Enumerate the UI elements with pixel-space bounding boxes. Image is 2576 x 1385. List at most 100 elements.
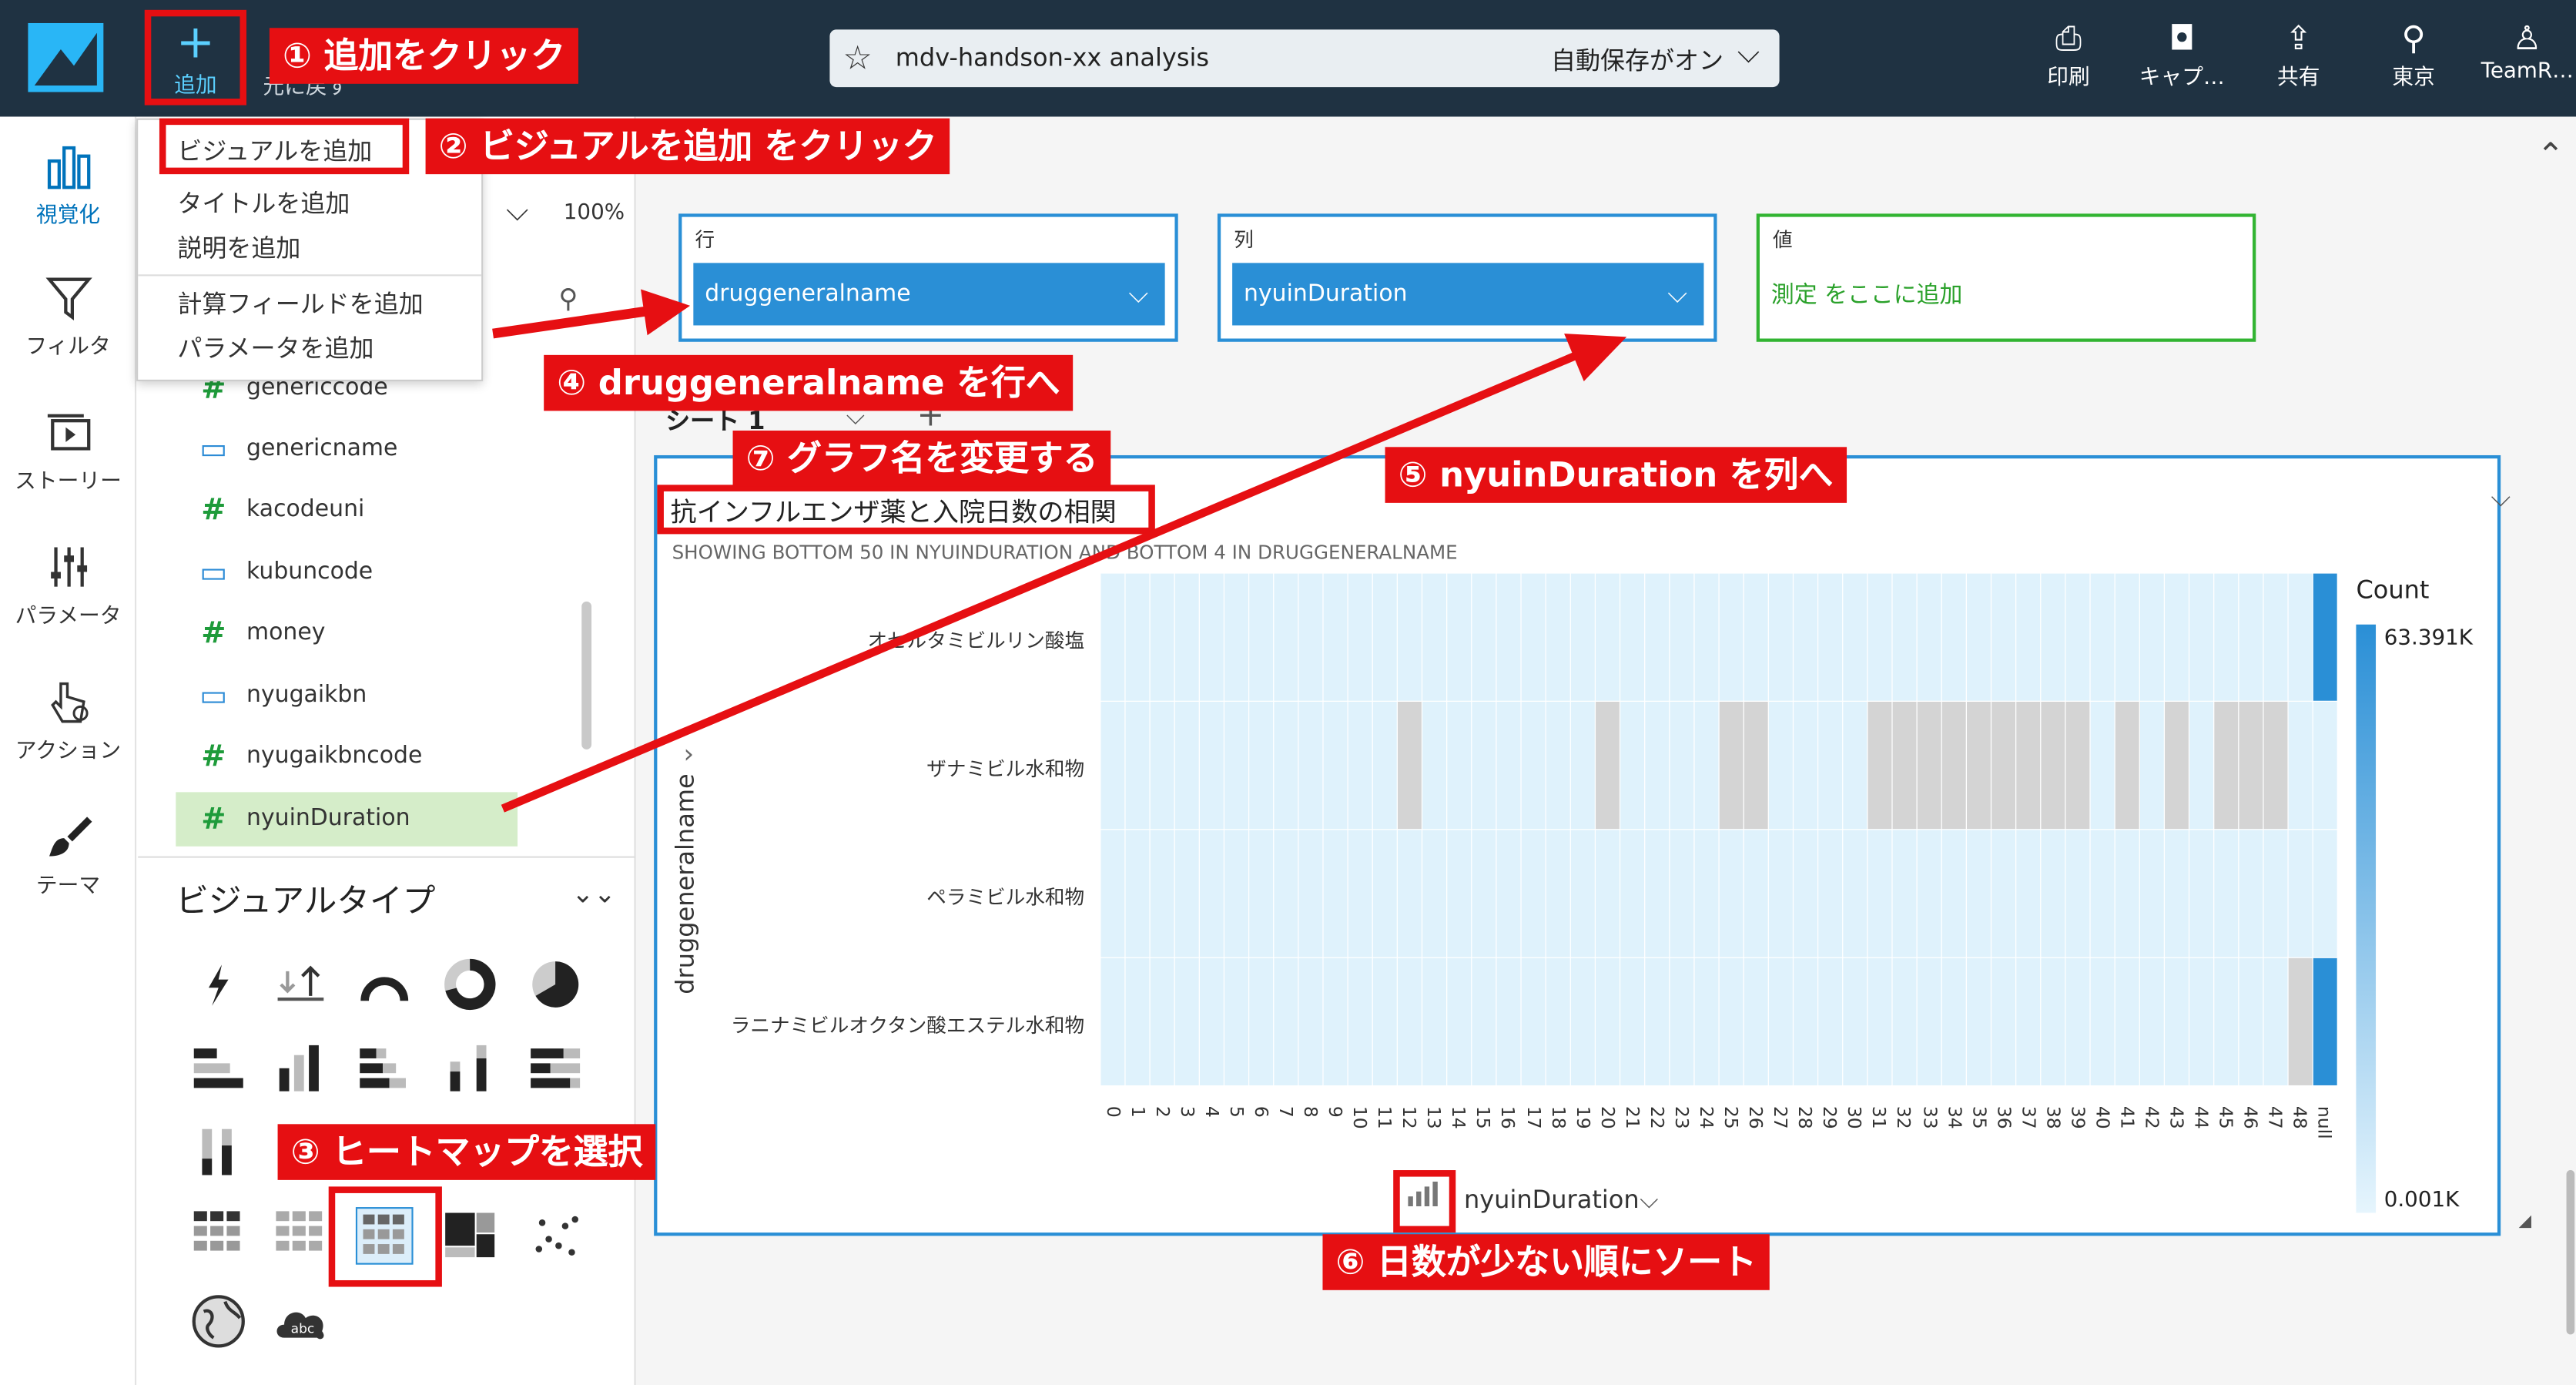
heat-map-cell[interactable] <box>2239 573 2263 701</box>
heat-map-cell[interactable] <box>1917 702 1941 830</box>
share-button[interactable]: ⇪ 共有 <box>2274 16 2323 90</box>
heat-map-cell[interactable] <box>1150 573 1174 701</box>
heat-map-cell[interactable] <box>2115 957 2139 1085</box>
heat-map-cell[interactable] <box>2239 830 2263 957</box>
heat-map-cell[interactable] <box>2214 702 2239 830</box>
heat-map-cell[interactable] <box>2239 957 2263 1085</box>
heat-map-cell[interactable] <box>2065 830 2090 957</box>
heat-map-cell[interactable] <box>1125 702 1150 830</box>
print-button[interactable]: ⎙ 印刷 <box>2044 16 2093 90</box>
heat-map-cell[interactable] <box>1768 830 1793 957</box>
heat-map-cell[interactable] <box>1694 830 1719 957</box>
heat-map-cell[interactable] <box>1372 702 1397 830</box>
heat-map-cell[interactable] <box>2041 830 2065 957</box>
heat-map-cell[interactable] <box>1447 573 1472 701</box>
heat-map-cell[interactable] <box>1398 957 1422 1085</box>
heat-map-cell[interactable] <box>2139 830 2164 957</box>
heat-map-cell[interactable] <box>1768 957 1793 1085</box>
pivot-table-icon[interactable] <box>189 1206 248 1266</box>
heat-map-cell[interactable] <box>1744 702 1768 830</box>
heat-map-cell[interactable] <box>1323 702 1348 830</box>
heat-map-cell[interactable] <box>1868 830 1892 957</box>
heat-map-cell[interactable] <box>1670 702 1694 830</box>
heat-map-cell[interactable] <box>2288 830 2313 957</box>
user-menu-button[interactable]: ♙ TeamR… <box>2481 16 2574 83</box>
heat-map-cell[interactable] <box>1546 957 1570 1085</box>
heat-map-cell[interactable] <box>1521 702 1546 830</box>
heat-map-cell[interactable] <box>1719 830 1744 957</box>
heat-map-cell[interactable] <box>2263 573 2288 701</box>
heat-map-cell[interactable] <box>1546 702 1570 830</box>
stacked-bar-chart-icon[interactable] <box>355 1038 414 1098</box>
heat-map-cell[interactable] <box>2115 702 2139 830</box>
heat-map-cell[interactable] <box>2288 573 2313 701</box>
heat-map-cell[interactable] <box>1941 830 1966 957</box>
heat-map-cell[interactable] <box>2214 957 2239 1085</box>
heat-map-cell[interactable] <box>1298 957 1323 1085</box>
heat-map-cell[interactable] <box>2165 830 2189 957</box>
percent-column-chart-icon[interactable] <box>189 1122 248 1182</box>
heat-map-cell[interactable] <box>1274 702 1298 830</box>
heat-map-cell[interactable] <box>1967 830 1991 957</box>
visual-menu-chevron-icon[interactable]: ⌵ <box>2491 481 2511 513</box>
heat-map-cell[interactable] <box>1174 702 1199 830</box>
heat-map-cell[interactable] <box>1472 573 1496 701</box>
heat-map-cell[interactable] <box>1323 957 1348 1085</box>
heat-map-cell[interactable] <box>1224 702 1248 830</box>
heat-map-cell[interactable] <box>1323 830 1348 957</box>
heat-map-cell[interactable] <box>2115 573 2139 701</box>
capture-button[interactable]: ◘ キャプ… <box>2129 16 2235 90</box>
heat-map-cell[interactable] <box>1398 830 1422 957</box>
heat-map-cell[interactable] <box>1892 830 1917 957</box>
heat-map-cell[interactable] <box>1521 830 1546 957</box>
heat-map-cell[interactable] <box>1496 702 1521 830</box>
heat-map-cell[interactable] <box>1941 702 1966 830</box>
heat-map-cell[interactable] <box>2041 573 2065 701</box>
heat-map-cell[interactable] <box>1546 830 1570 957</box>
heat-map-cell[interactable] <box>1596 573 1620 701</box>
nav-action[interactable]: アクション <box>0 677 136 764</box>
heat-map-cell[interactable] <box>1521 573 1546 701</box>
heat-map-cell[interactable] <box>1372 830 1397 957</box>
heat-map-cell[interactable] <box>1125 957 1150 1085</box>
heat-map-cell[interactable] <box>1620 702 1645 830</box>
heat-map-cell[interactable] <box>1348 830 1372 957</box>
heat-map-cell[interactable] <box>2263 702 2288 830</box>
field-kubuncode[interactable]: ▭ kubuncode <box>176 545 518 599</box>
heat-map-cell[interactable] <box>1100 830 1125 957</box>
heat-map-cell[interactable] <box>1496 830 1521 957</box>
heat-map-cell[interactable] <box>1100 573 1125 701</box>
heat-map-cell[interactable] <box>1694 702 1719 830</box>
heat-map-cell[interactable] <box>1249 573 1274 701</box>
resize-handle-icon[interactable]: ◢ <box>2518 1212 2532 1231</box>
x-axis-title[interactable]: nyuinDuration <box>1463 1185 1640 1215</box>
gauge-icon[interactable] <box>355 955 414 1014</box>
heat-map-cell[interactable] <box>2263 957 2288 1085</box>
heat-map-cell[interactable] <box>1323 573 1348 701</box>
heat-map-cell[interactable] <box>1744 830 1768 957</box>
heat-map-cell[interactable] <box>1719 957 1744 1085</box>
heat-map-cell[interactable] <box>2041 957 2065 1085</box>
heat-map-cell[interactable] <box>1199 573 1224 701</box>
heat-map-cell[interactable] <box>1645 830 1670 957</box>
heat-map-cell[interactable] <box>1596 702 1620 830</box>
heat-map-cell[interactable] <box>1967 573 1991 701</box>
heat-map-cell[interactable] <box>1917 957 1941 1085</box>
heat-map-cell[interactable] <box>1570 573 1595 701</box>
nav-story[interactable]: ストーリー <box>0 407 136 495</box>
heat-map-cell[interactable] <box>1570 702 1595 830</box>
heat-map-cell[interactable] <box>1843 830 1868 957</box>
heat-map-cell[interactable] <box>1670 830 1694 957</box>
heat-map-cell[interactable] <box>2189 957 2214 1085</box>
field-money[interactable]: # money <box>176 606 518 660</box>
heat-map-cell[interactable] <box>1150 830 1174 957</box>
heat-map-cell[interactable] <box>1249 702 1274 830</box>
heat-map-cell[interactable] <box>1719 702 1744 830</box>
heat-map-cell[interactable] <box>2065 957 2090 1085</box>
menu-add-description[interactable]: 説明を追加 <box>177 233 301 263</box>
heat-map-cell[interactable] <box>1991 573 2015 701</box>
heat-map-cell[interactable] <box>1991 957 2015 1085</box>
heat-map-cell[interactable] <box>1521 957 1546 1085</box>
heat-map-cell[interactable] <box>1422 702 1446 830</box>
heat-map-cell[interactable] <box>2288 702 2313 830</box>
